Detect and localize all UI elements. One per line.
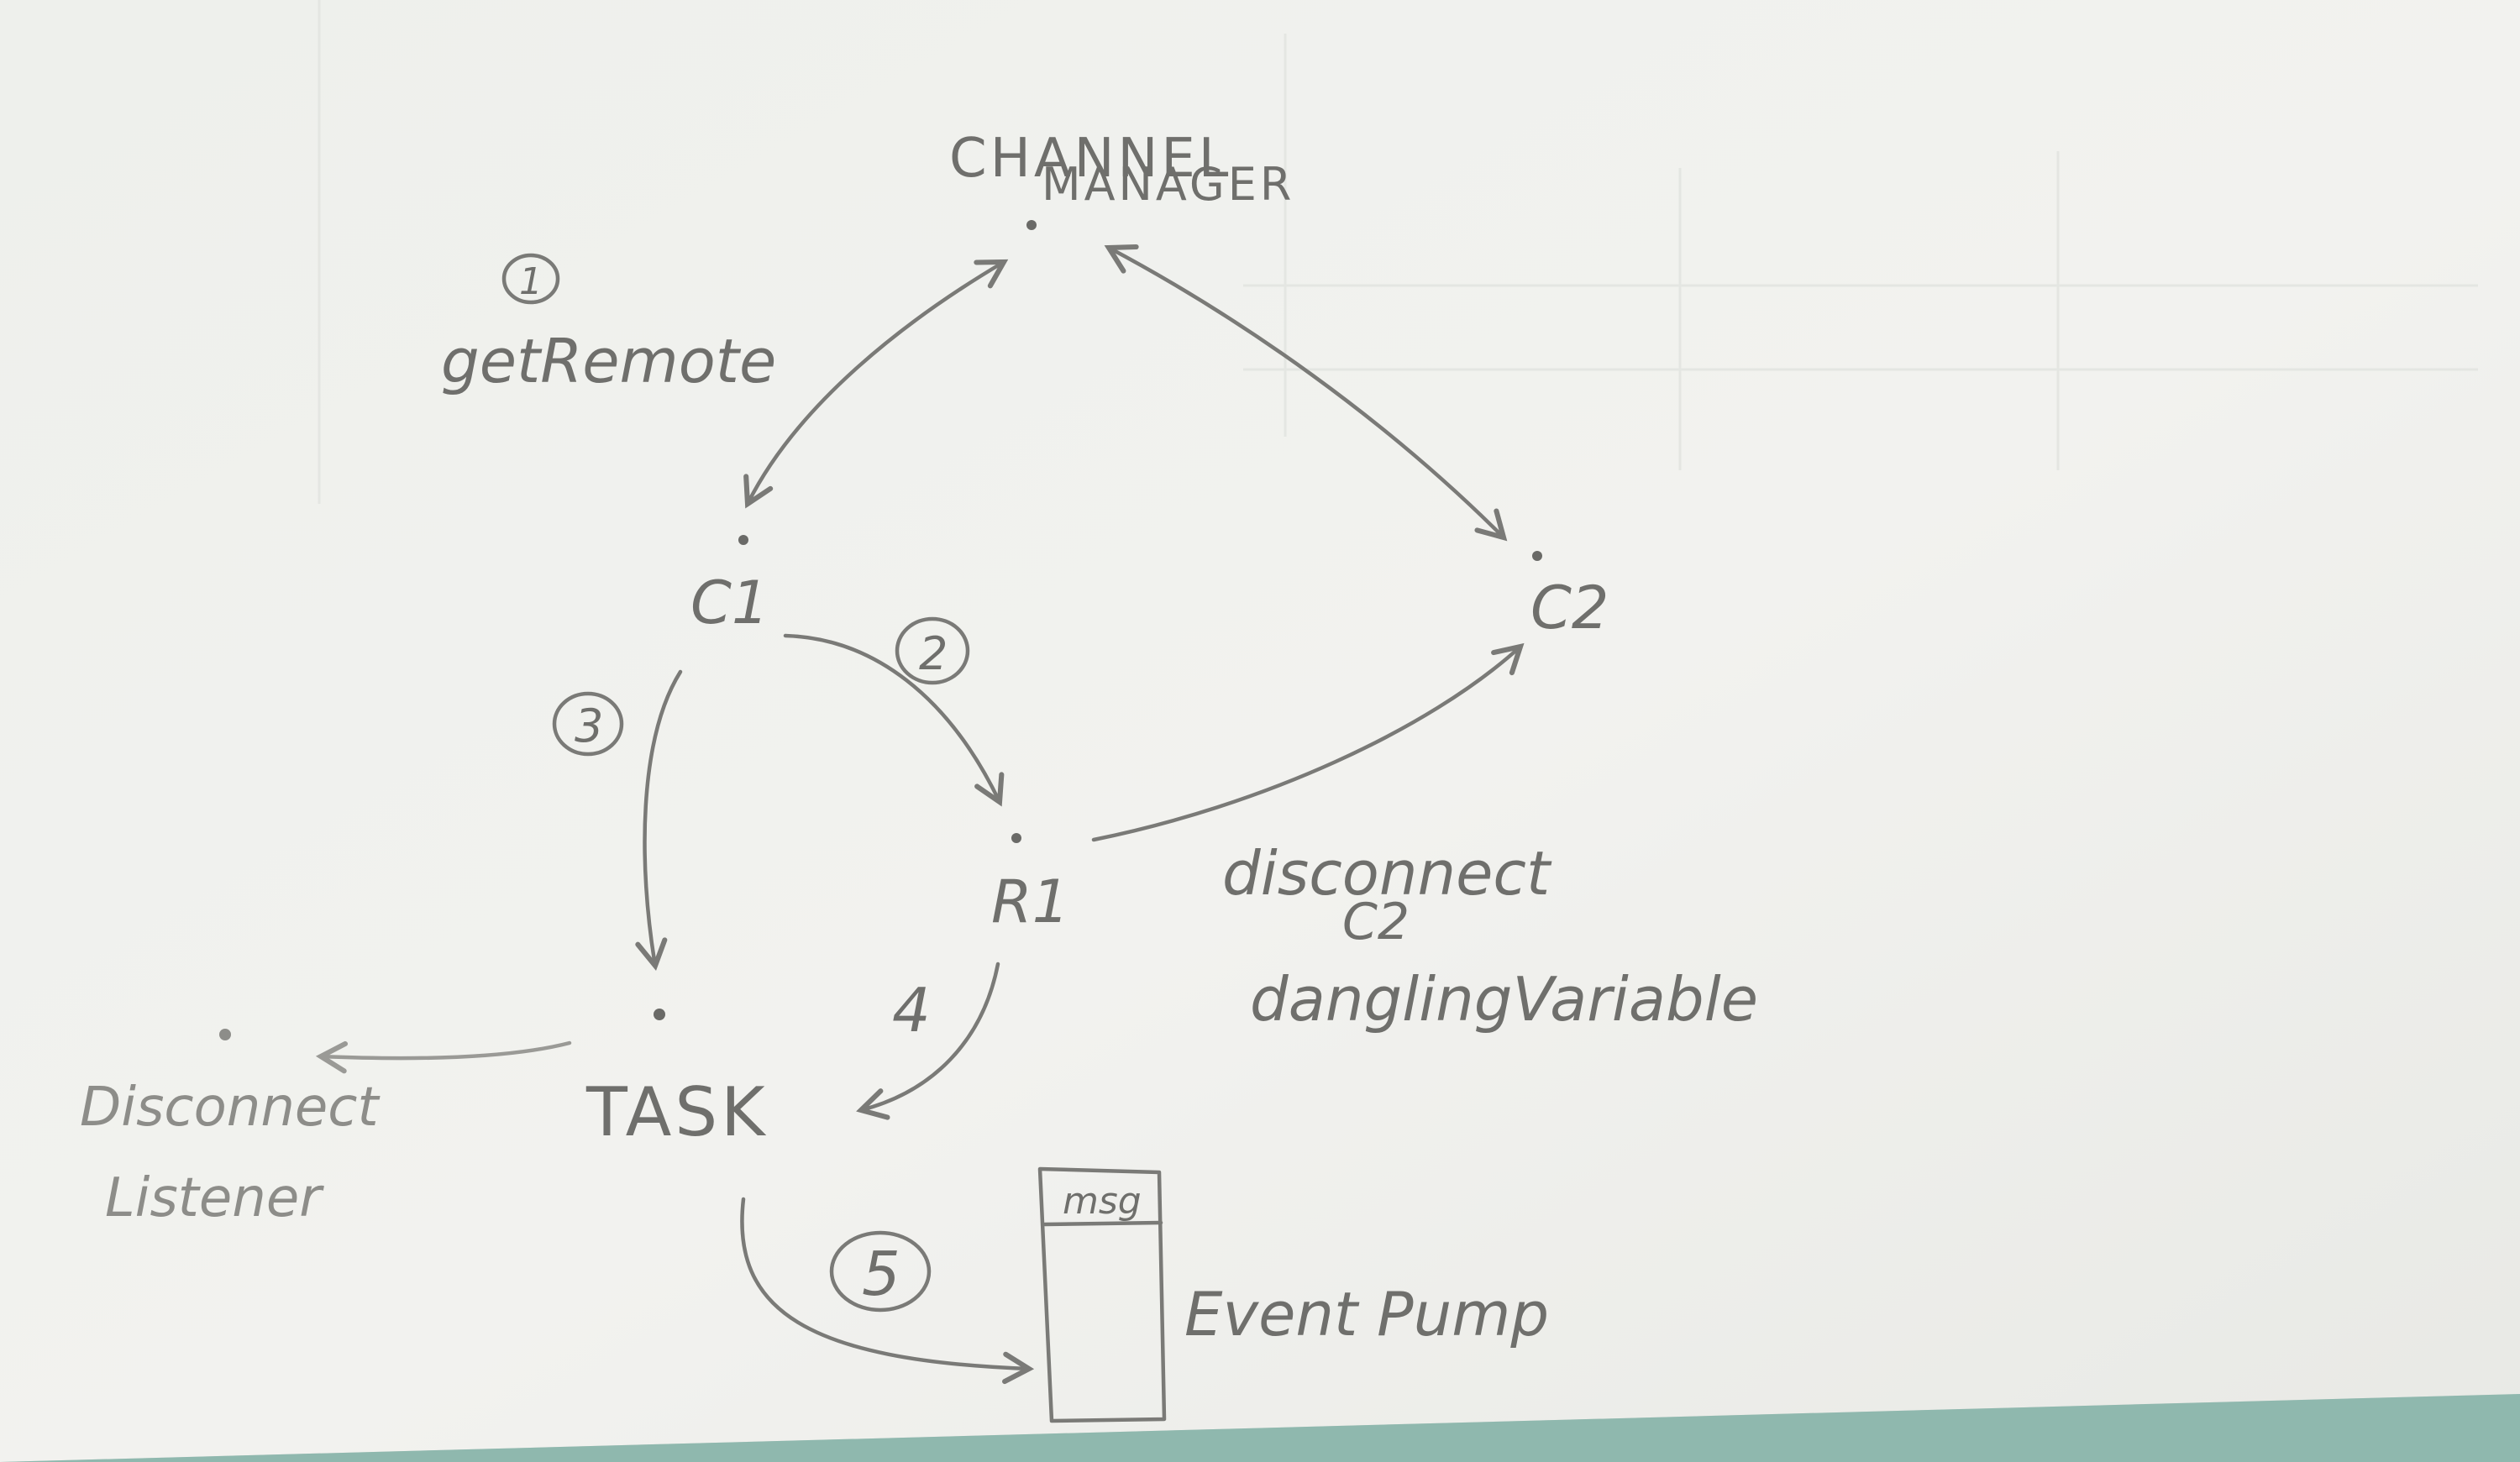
node-c2: C2	[1530, 551, 1609, 642]
node-disconnect-listener: Disconnect Listener	[80, 1029, 381, 1229]
table-edge	[0, 1394, 2520, 1462]
step-1-circle	[501, 253, 560, 305]
step-3: 3	[552, 691, 624, 757]
edge-cm-c1	[743, 259, 1009, 509]
event-pump-label: Event Pump	[1184, 1279, 1549, 1349]
step-2-number: 2	[919, 627, 948, 680]
channel-manager-line2: MANAGER	[1042, 158, 1294, 211]
step-1: 1	[501, 253, 560, 305]
node-r1: R1	[991, 833, 1069, 936]
channel-manager-dot	[1026, 220, 1037, 230]
c1-dot	[738, 535, 748, 545]
step-5-number: 5	[862, 1239, 900, 1309]
step-2: 2	[895, 616, 970, 685]
step-3-number: 3	[575, 700, 603, 752]
edge-cm-c2	[1104, 244, 1508, 542]
edge-r1-c2	[1091, 642, 1525, 842]
disconnect-listener-line2: Listener	[105, 1167, 324, 1229]
edge-task-eventpump	[740, 1197, 1035, 1385]
r1-label: R1	[991, 867, 1069, 936]
event-pump-msg: msg	[1063, 1180, 1142, 1223]
task-label: TASK	[585, 1073, 769, 1151]
edge-c1-r1	[783, 633, 1005, 807]
task-dot	[654, 1009, 665, 1020]
step-3-circle	[552, 691, 624, 757]
annotation-dangling-variable: danglingVariable	[1250, 964, 1758, 1035]
disconnect-listener-line1: Disconnect	[80, 1077, 381, 1139]
event-pump-box	[1037, 1166, 1167, 1423]
node-task: TASK	[585, 1009, 769, 1151]
step-5: 5	[829, 1230, 932, 1313]
channel-manager-line1: CHANNEL	[949, 128, 1231, 190]
step-2-circle	[895, 616, 970, 685]
annotation-disconnect: disconnect	[1222, 838, 1552, 909]
event-pump: msg Event Pump	[1037, 1166, 1549, 1423]
step-5-circle	[829, 1230, 932, 1313]
r1-dot	[1011, 833, 1021, 843]
c1-label: C1	[690, 569, 769, 637]
c2-label: C2	[1530, 574, 1609, 642]
disconnect-listener-dot	[219, 1029, 231, 1040]
edge-task-disconnect	[315, 1040, 572, 1074]
edge-c1-task	[635, 669, 683, 972]
edge-r1-task	[856, 962, 1000, 1120]
c2-dot	[1532, 551, 1542, 561]
annotation-disconnect-c2: C2	[1342, 893, 1410, 951]
event-pump-divider	[1042, 1220, 1163, 1227]
node-c1: C1	[690, 535, 769, 637]
step-4: 4	[892, 975, 931, 1045]
annotation-get-remote: getRemote	[441, 326, 776, 396]
step-4-number: 4	[892, 975, 931, 1045]
node-channel-manager: CHANNEL MANAGER	[949, 128, 1294, 230]
step-1-number: 1	[519, 260, 543, 303]
